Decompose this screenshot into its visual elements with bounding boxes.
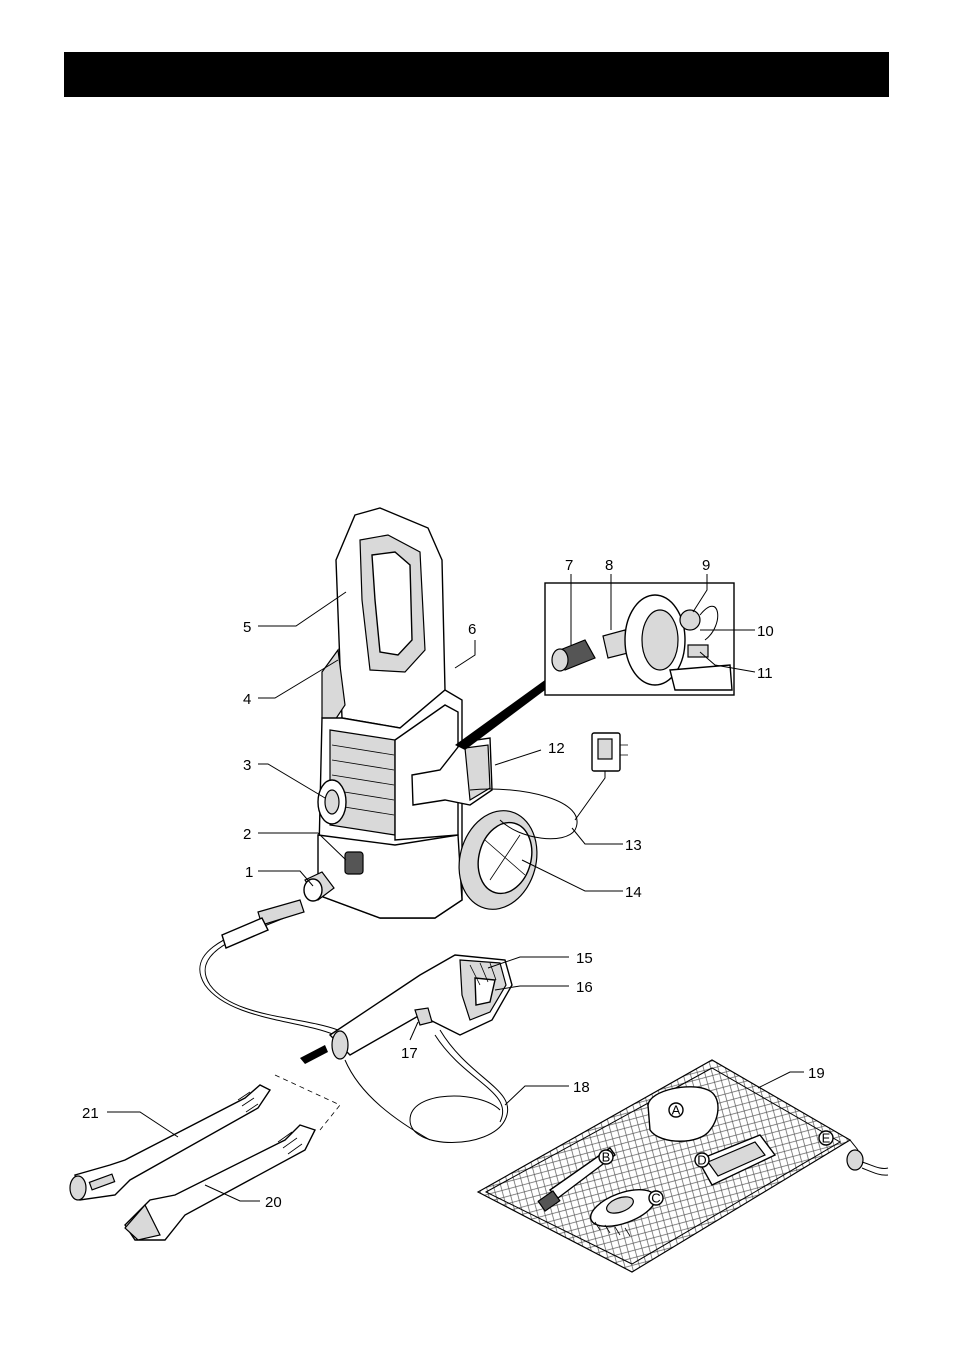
accessory-d: D <box>695 1153 709 1168</box>
label-15: 15 <box>576 950 593 967</box>
label-1: 1 <box>245 864 253 881</box>
svg-text:E: E <box>822 1131 831 1146</box>
label-20: 20 <box>265 1194 282 1211</box>
svg-text:D: D <box>697 1153 706 1168</box>
label-4: 4 <box>243 691 251 708</box>
water-inlet-inset <box>455 583 734 750</box>
svg-text:B: B <box>602 1150 611 1165</box>
svg-text:A: A <box>672 1103 681 1118</box>
label-6: 6 <box>468 621 476 638</box>
label-18: 18 <box>573 1079 590 1096</box>
label-16: 16 <box>576 979 593 996</box>
label-12: 12 <box>548 740 565 757</box>
label-19: 19 <box>808 1065 825 1082</box>
label-14: 14 <box>625 884 642 901</box>
accessory-b: B <box>599 1150 613 1165</box>
hose-reel-icon <box>448 802 547 918</box>
label-21: 21 <box>82 1105 99 1122</box>
dirt-blaster-lance-icon <box>125 1125 315 1240</box>
sponge-icon <box>648 1087 718 1141</box>
accessory-c: C <box>649 1191 663 1206</box>
label-9: 9 <box>702 557 710 574</box>
label-5: 5 <box>243 619 251 636</box>
label-10: 10 <box>757 623 774 640</box>
label-11: 11 <box>757 665 773 682</box>
label-3: 3 <box>243 757 251 774</box>
label-13: 13 <box>625 837 642 854</box>
accessory-e: E <box>819 1131 833 1146</box>
label-17: 17 <box>401 1045 418 1062</box>
label-2: 2 <box>243 826 251 843</box>
accessory-a: A <box>669 1103 683 1118</box>
label-8: 8 <box>605 557 613 574</box>
svg-text:C: C <box>651 1191 660 1206</box>
label-7: 7 <box>565 557 573 574</box>
